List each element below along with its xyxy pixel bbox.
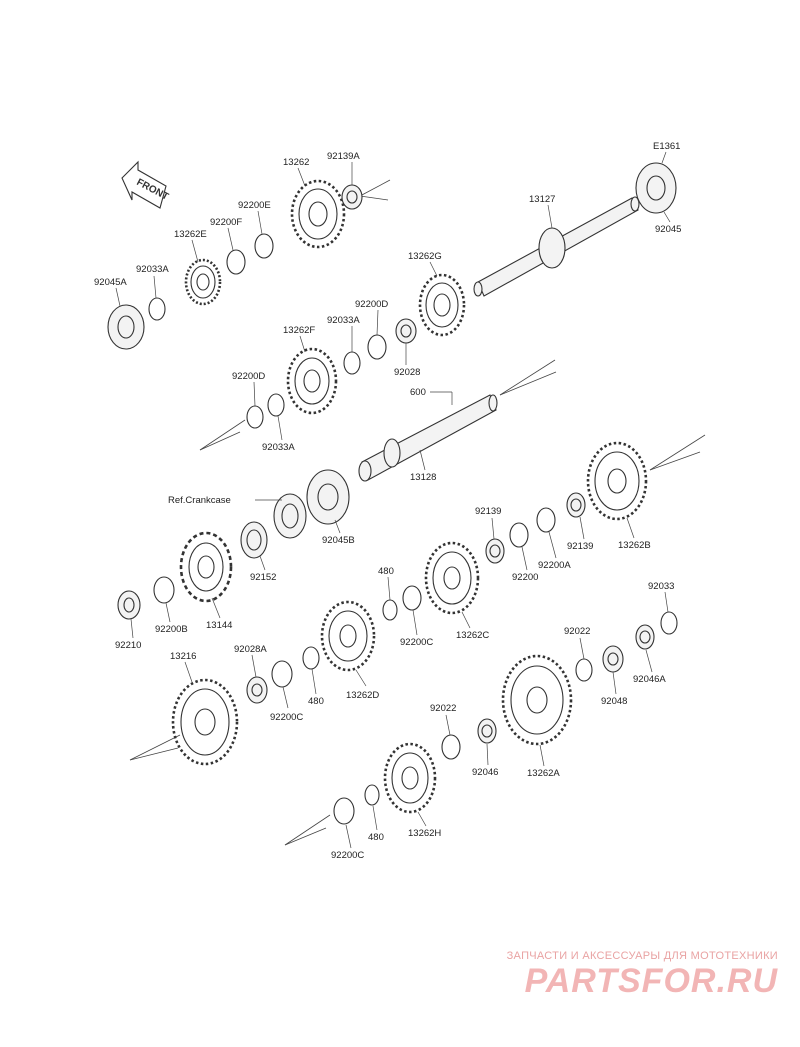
needle-bearing-92046 [477,718,497,744]
bushing-92028 [395,318,417,344]
label-92139-1: 92139 [475,506,501,517]
gear-13262 [290,179,346,249]
label-92200: 92200 [512,572,538,583]
watermark-tagline: ЗАПЧАСТИ И АКСЕССУАРЫ ДЛЯ МОТОТЕХНИКИ [506,950,778,962]
label-13262H: 13262H [408,828,441,839]
collar-92152 [240,521,268,559]
bearing-92045A [107,304,145,350]
nut-92210 [117,590,141,620]
label-92200C-3: 92200C [331,850,364,861]
label-13262: 13262 [283,157,309,168]
label-92022-1: 92022 [564,626,590,637]
sprocket-13144 [179,531,233,603]
label-92046A: 92046A [633,674,666,685]
front-label: FRONT [135,177,171,203]
label-92033A-1: 92033A [136,264,169,275]
gear-13262B [586,441,648,521]
label-92200C-2: 92200C [270,712,303,723]
label-92200B: 92200B [155,624,188,635]
label-480-1: 480 [378,566,394,577]
label-92210: 92210 [115,640,141,651]
label-13144: 13144 [206,620,232,631]
label-92200D-2: 92200D [232,371,265,382]
label-92045A: 92045A [94,277,127,288]
needle-bearing-92139A [341,184,363,210]
gear-13262G [418,273,466,337]
bushing-92048 [602,645,624,673]
needle-bearing-92046A [635,624,655,650]
label-13127: 13127 [529,194,555,205]
label-ref-crankcase: Ref.Crankcase [168,495,231,506]
label-92046: 92046 [472,767,498,778]
oil-seal-ref-crankcase [273,493,307,539]
label-13262E: 13262E [174,229,207,240]
output-shaft-13127 [473,196,640,297]
label-480-2: 480 [308,696,324,707]
gear-13262E [184,258,222,306]
label-13262F: 13262F [283,325,315,336]
label-13216: 13216 [170,651,196,662]
gear-13262F [286,347,338,415]
label-92033A-3: 92033A [262,442,295,453]
label-92200A: 92200A [538,560,571,571]
bushing-92028A [246,676,268,704]
gear-13262H [383,742,437,814]
label-13262B: 13262B [618,540,651,551]
watermark-logo: PARTSFOR.RU [524,962,778,1000]
bearing-92045B [306,469,350,525]
label-92033A-2: 92033A [327,315,360,326]
label-92139A: 92139A [327,151,360,162]
label-92200F: 92200F [210,217,242,228]
gear-13262C [424,541,480,615]
label-600: 600 [410,387,426,398]
axis-lines [129,179,706,846]
label-13262A: 13262A [527,768,560,779]
gear-13262D [320,600,376,672]
needle-bearing-92139-2 [566,492,586,518]
label-92028A: 92028A [234,644,267,655]
label-92139-2: 92139 [567,541,593,552]
label-92152: 92152 [250,572,276,583]
label-92200D-1: 92200D [355,299,388,310]
label-92048: 92048 [601,696,627,707]
input-shaft-13128 [358,394,498,482]
label-diagram-code: E1361 [653,141,680,152]
label-92022-2: 92022 [430,703,456,714]
label-92045B: 92045B [322,535,355,546]
label-13262C: 13262C [456,630,489,641]
leader-lines [115,151,671,849]
label-13262G: 13262G [408,251,442,262]
label-92033: 92033 [648,581,674,592]
bearing-92045 [635,162,677,214]
label-13128: 13128 [410,472,436,483]
front-arrow-icon: FRONT [121,160,171,209]
label-480-3: 480 [368,832,384,843]
part-labels: 92045A 92033A 13262E 92200F 92200E 13262… [94,141,681,861]
label-92200E: 92200E [238,200,271,211]
label-92200C-1: 92200C [400,637,433,648]
needle-bearing-92139-1 [485,538,505,564]
label-13262D: 13262D [346,690,379,701]
gear-13262A [501,654,573,746]
watermark: ЗАПЧАСТИ И АКСЕССУАРЫ ДЛЯ МОТОТЕХНИКИ PA… [507,950,778,1000]
gear-13216 [171,678,239,766]
label-92045: 92045 [655,224,681,235]
label-92028: 92028 [394,367,420,378]
